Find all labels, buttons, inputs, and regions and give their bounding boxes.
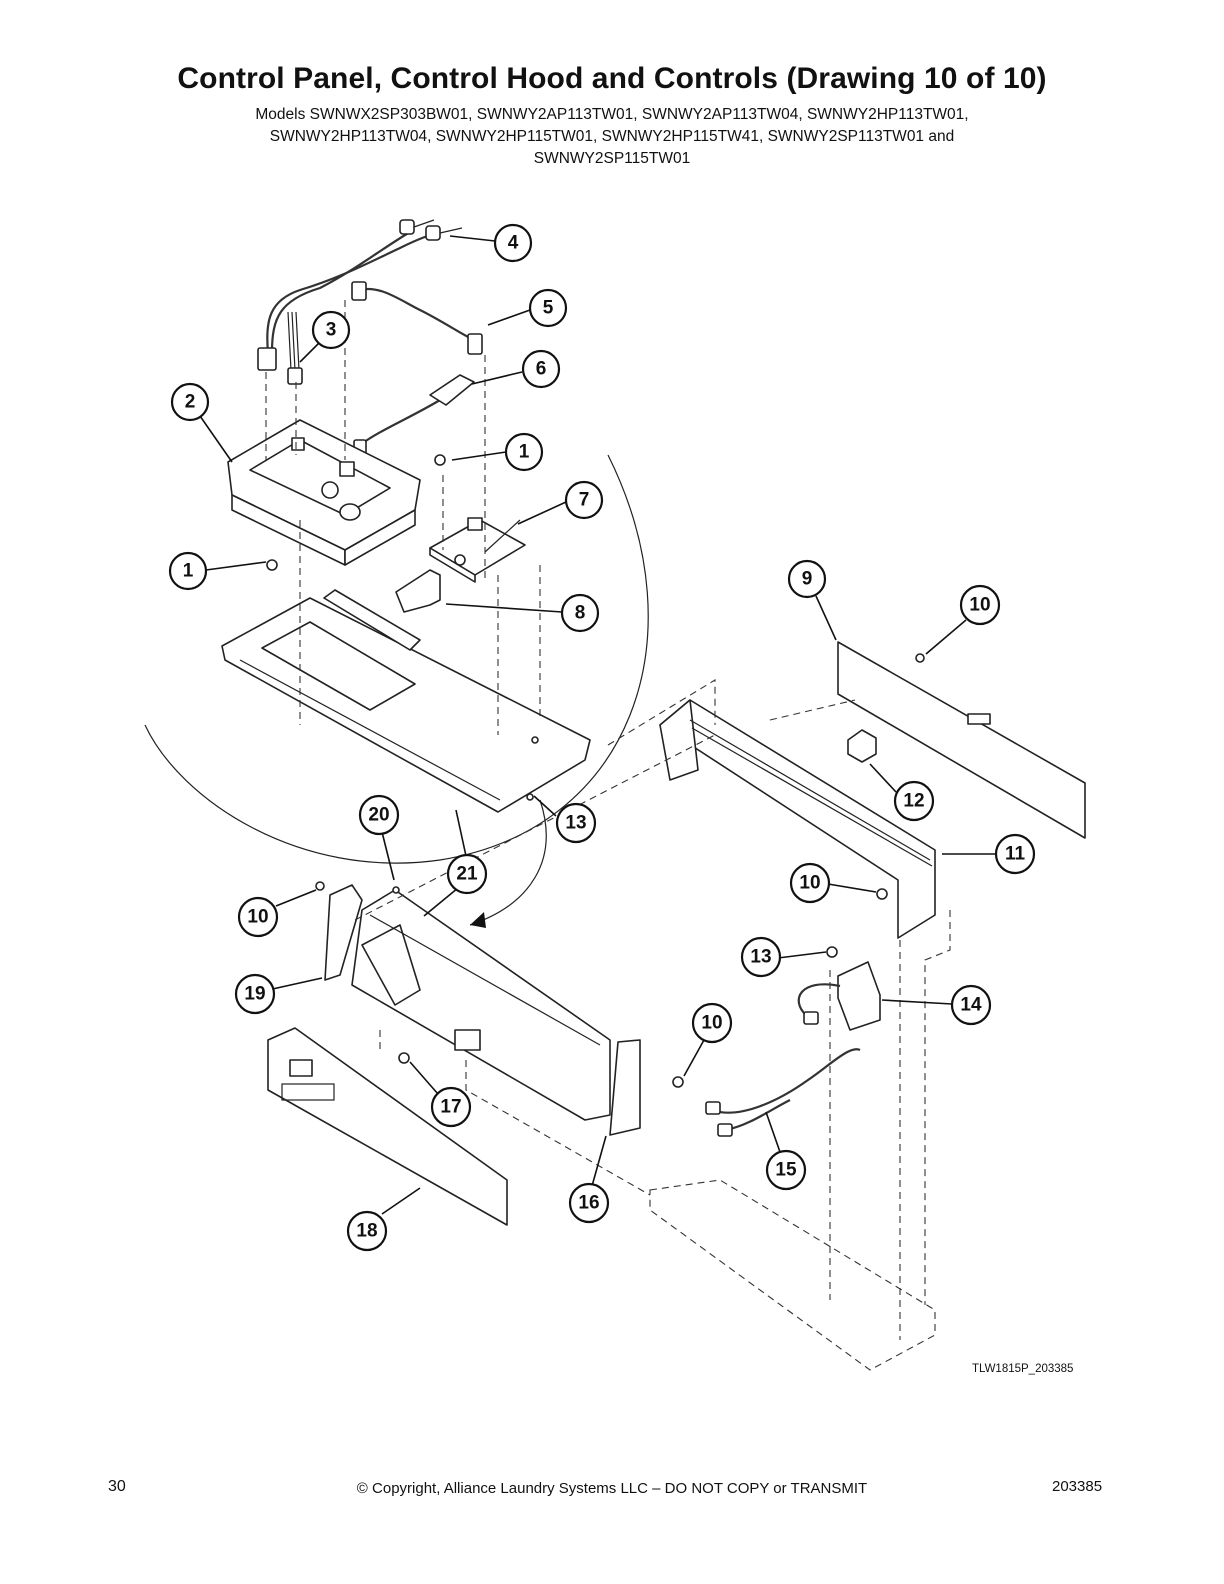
frame-21 bbox=[221, 589, 591, 813]
callout-13a: 13 bbox=[555, 802, 597, 844]
callout-15: 15 bbox=[765, 1149, 807, 1191]
screws bbox=[266, 454, 925, 1088]
callout-12-label: 12 bbox=[903, 791, 924, 812]
callout-6: 6 bbox=[521, 349, 561, 389]
wire-harness-6 bbox=[353, 374, 475, 455]
callout-1b: 1 bbox=[168, 551, 208, 591]
copyright-notice: © Copyright, Alliance Laundry Systems LL… bbox=[356, 1480, 868, 1497]
base-outline bbox=[649, 1179, 936, 1371]
page-title: Control Panel, Control Hood and Controls… bbox=[177, 62, 1047, 95]
callout-8-label: 8 bbox=[575, 603, 586, 624]
models-line-1: Models SWNWX2SP303BW01, SWNWY2AP113TW01,… bbox=[255, 106, 969, 123]
callout-1a-label: 1 bbox=[519, 442, 530, 463]
wire-harness-15 bbox=[705, 1048, 861, 1137]
callout-13b-label: 13 bbox=[750, 947, 771, 968]
alignment-lines bbox=[265, 300, 951, 1340]
back-panel-9 bbox=[837, 641, 1086, 839]
callout-17: 17 bbox=[430, 1086, 472, 1128]
callout-9-label: 9 bbox=[802, 569, 813, 590]
callout-10a: 10 bbox=[959, 584, 1001, 626]
callout-5: 5 bbox=[528, 288, 568, 328]
control-hood-11 bbox=[659, 699, 936, 939]
callout-19: 19 bbox=[234, 973, 276, 1015]
callout-14-label: 14 bbox=[960, 995, 982, 1016]
callout-19-label: 19 bbox=[244, 984, 265, 1005]
callout-9: 9 bbox=[787, 559, 827, 599]
callout-8: 8 bbox=[560, 593, 600, 633]
callout-10b-label: 10 bbox=[799, 873, 820, 894]
callout-11-label: 11 bbox=[1005, 844, 1026, 865]
callout-18-label: 18 bbox=[356, 1221, 377, 1242]
callout-10c-label: 10 bbox=[247, 907, 268, 928]
callout-21-label: 21 bbox=[456, 864, 478, 885]
callout-18: 18 bbox=[346, 1210, 388, 1252]
callout-21: 21 bbox=[446, 853, 488, 895]
end-cap-16 bbox=[609, 1039, 641, 1136]
leader-lines bbox=[199, 235, 998, 1215]
drawing-code: TLW1815P_203385 bbox=[972, 1363, 1074, 1375]
callout-3: 3 bbox=[311, 310, 351, 350]
callout-4-label: 4 bbox=[508, 233, 519, 254]
callout-16: 16 bbox=[568, 1182, 610, 1224]
callout-6-label: 6 bbox=[536, 359, 547, 380]
models-line-3: SWNWY2SP115TW01 bbox=[533, 150, 691, 167]
control-board-housing-2 bbox=[227, 419, 421, 566]
callout-1b-label: 1 bbox=[183, 561, 194, 582]
callout-10b: 10 bbox=[789, 862, 831, 904]
detail-arrow-curve bbox=[469, 799, 547, 926]
callout-7: 7 bbox=[564, 480, 604, 520]
callout-7-label: 7 bbox=[579, 490, 590, 511]
callout-13b: 13 bbox=[740, 936, 782, 978]
callout-1a: 1 bbox=[504, 432, 544, 472]
board-7 bbox=[429, 517, 526, 583]
callout-2: 2 bbox=[170, 382, 210, 422]
callout-14: 14 bbox=[950, 984, 992, 1026]
callout-4: 4 bbox=[493, 223, 533, 263]
callout-2-label: 2 bbox=[185, 392, 196, 413]
callout-10c: 10 bbox=[237, 896, 279, 938]
callout-13a-label: 13 bbox=[565, 813, 586, 834]
wire-harness-4 bbox=[257, 219, 463, 371]
end-cap-19 bbox=[324, 884, 363, 981]
overlay-18 bbox=[267, 1027, 508, 1226]
detail-arc bbox=[144, 454, 649, 864]
page-number: 30 bbox=[108, 1478, 126, 1495]
models-list: Models SWNWX2SP303BW01, SWNWY2AP113TW01,… bbox=[0, 104, 1224, 170]
models-line-2: SWNWY2HP113TW04, SWNWY2HP115TW01, SWNWY2… bbox=[269, 128, 955, 145]
callout-10a-label: 10 bbox=[969, 595, 990, 616]
callout-20: 20 bbox=[358, 794, 400, 836]
callout-17-label: 17 bbox=[440, 1097, 461, 1118]
wire-harness-5 bbox=[351, 281, 483, 355]
callout-5-label: 5 bbox=[543, 298, 554, 319]
transformer-14 bbox=[797, 961, 881, 1031]
callout-10d: 10 bbox=[691, 1002, 733, 1044]
callout-15-label: 15 bbox=[775, 1160, 797, 1181]
callout-12: 12 bbox=[893, 780, 935, 822]
callout-10d-label: 10 bbox=[701, 1013, 722, 1034]
callout-11: 11 bbox=[994, 833, 1036, 875]
wires-3 bbox=[287, 311, 303, 385]
document-number: 203385 bbox=[1052, 1478, 1103, 1495]
callout-3-label: 3 bbox=[326, 320, 337, 341]
callout-20-label: 20 bbox=[368, 805, 389, 826]
bracket-8 bbox=[395, 569, 441, 613]
part-12 bbox=[847, 729, 877, 763]
callout-16-label: 16 bbox=[578, 1193, 599, 1214]
